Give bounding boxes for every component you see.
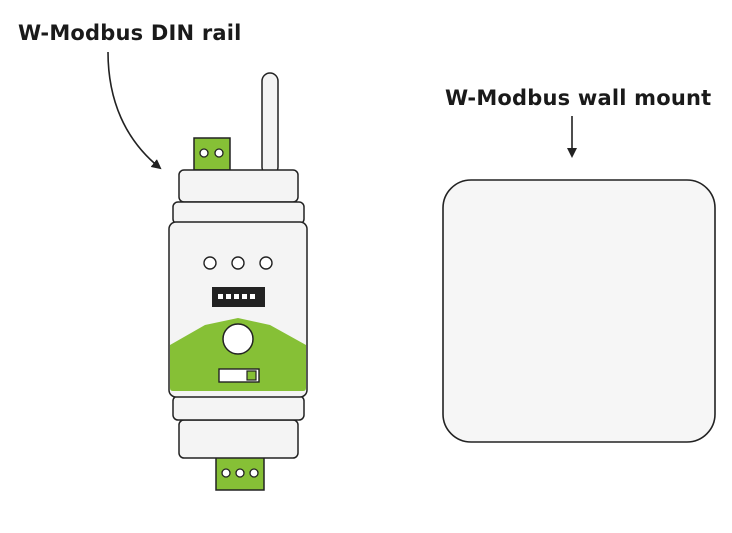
status-led (203, 256, 217, 270)
terminal-screw (221, 468, 231, 478)
upper-flange (172, 201, 305, 225)
antenna (261, 72, 279, 176)
wall-mount-label: W-Modbus wall mount (445, 86, 712, 110)
top-cap (178, 169, 299, 203)
din-rail-pointer-arrow (107, 51, 162, 170)
top-terminal-block (193, 137, 231, 171)
terminal-screw (235, 468, 245, 478)
lower-flange (172, 395, 305, 421)
slide-switch (218, 368, 260, 383)
wall-mount-device (442, 179, 716, 443)
terminal-screw (249, 468, 259, 478)
terminal-screw (214, 148, 224, 158)
status-led (231, 256, 245, 270)
bottom-terminal-block (215, 455, 265, 491)
status-led (259, 256, 273, 270)
din-rail-label: W-Modbus DIN rail (18, 21, 242, 45)
dip-switch (212, 287, 265, 307)
terminal-screw (199, 148, 209, 158)
din-rail-device (168, 72, 308, 491)
bottom-cap (178, 419, 299, 459)
push-button (222, 323, 254, 355)
